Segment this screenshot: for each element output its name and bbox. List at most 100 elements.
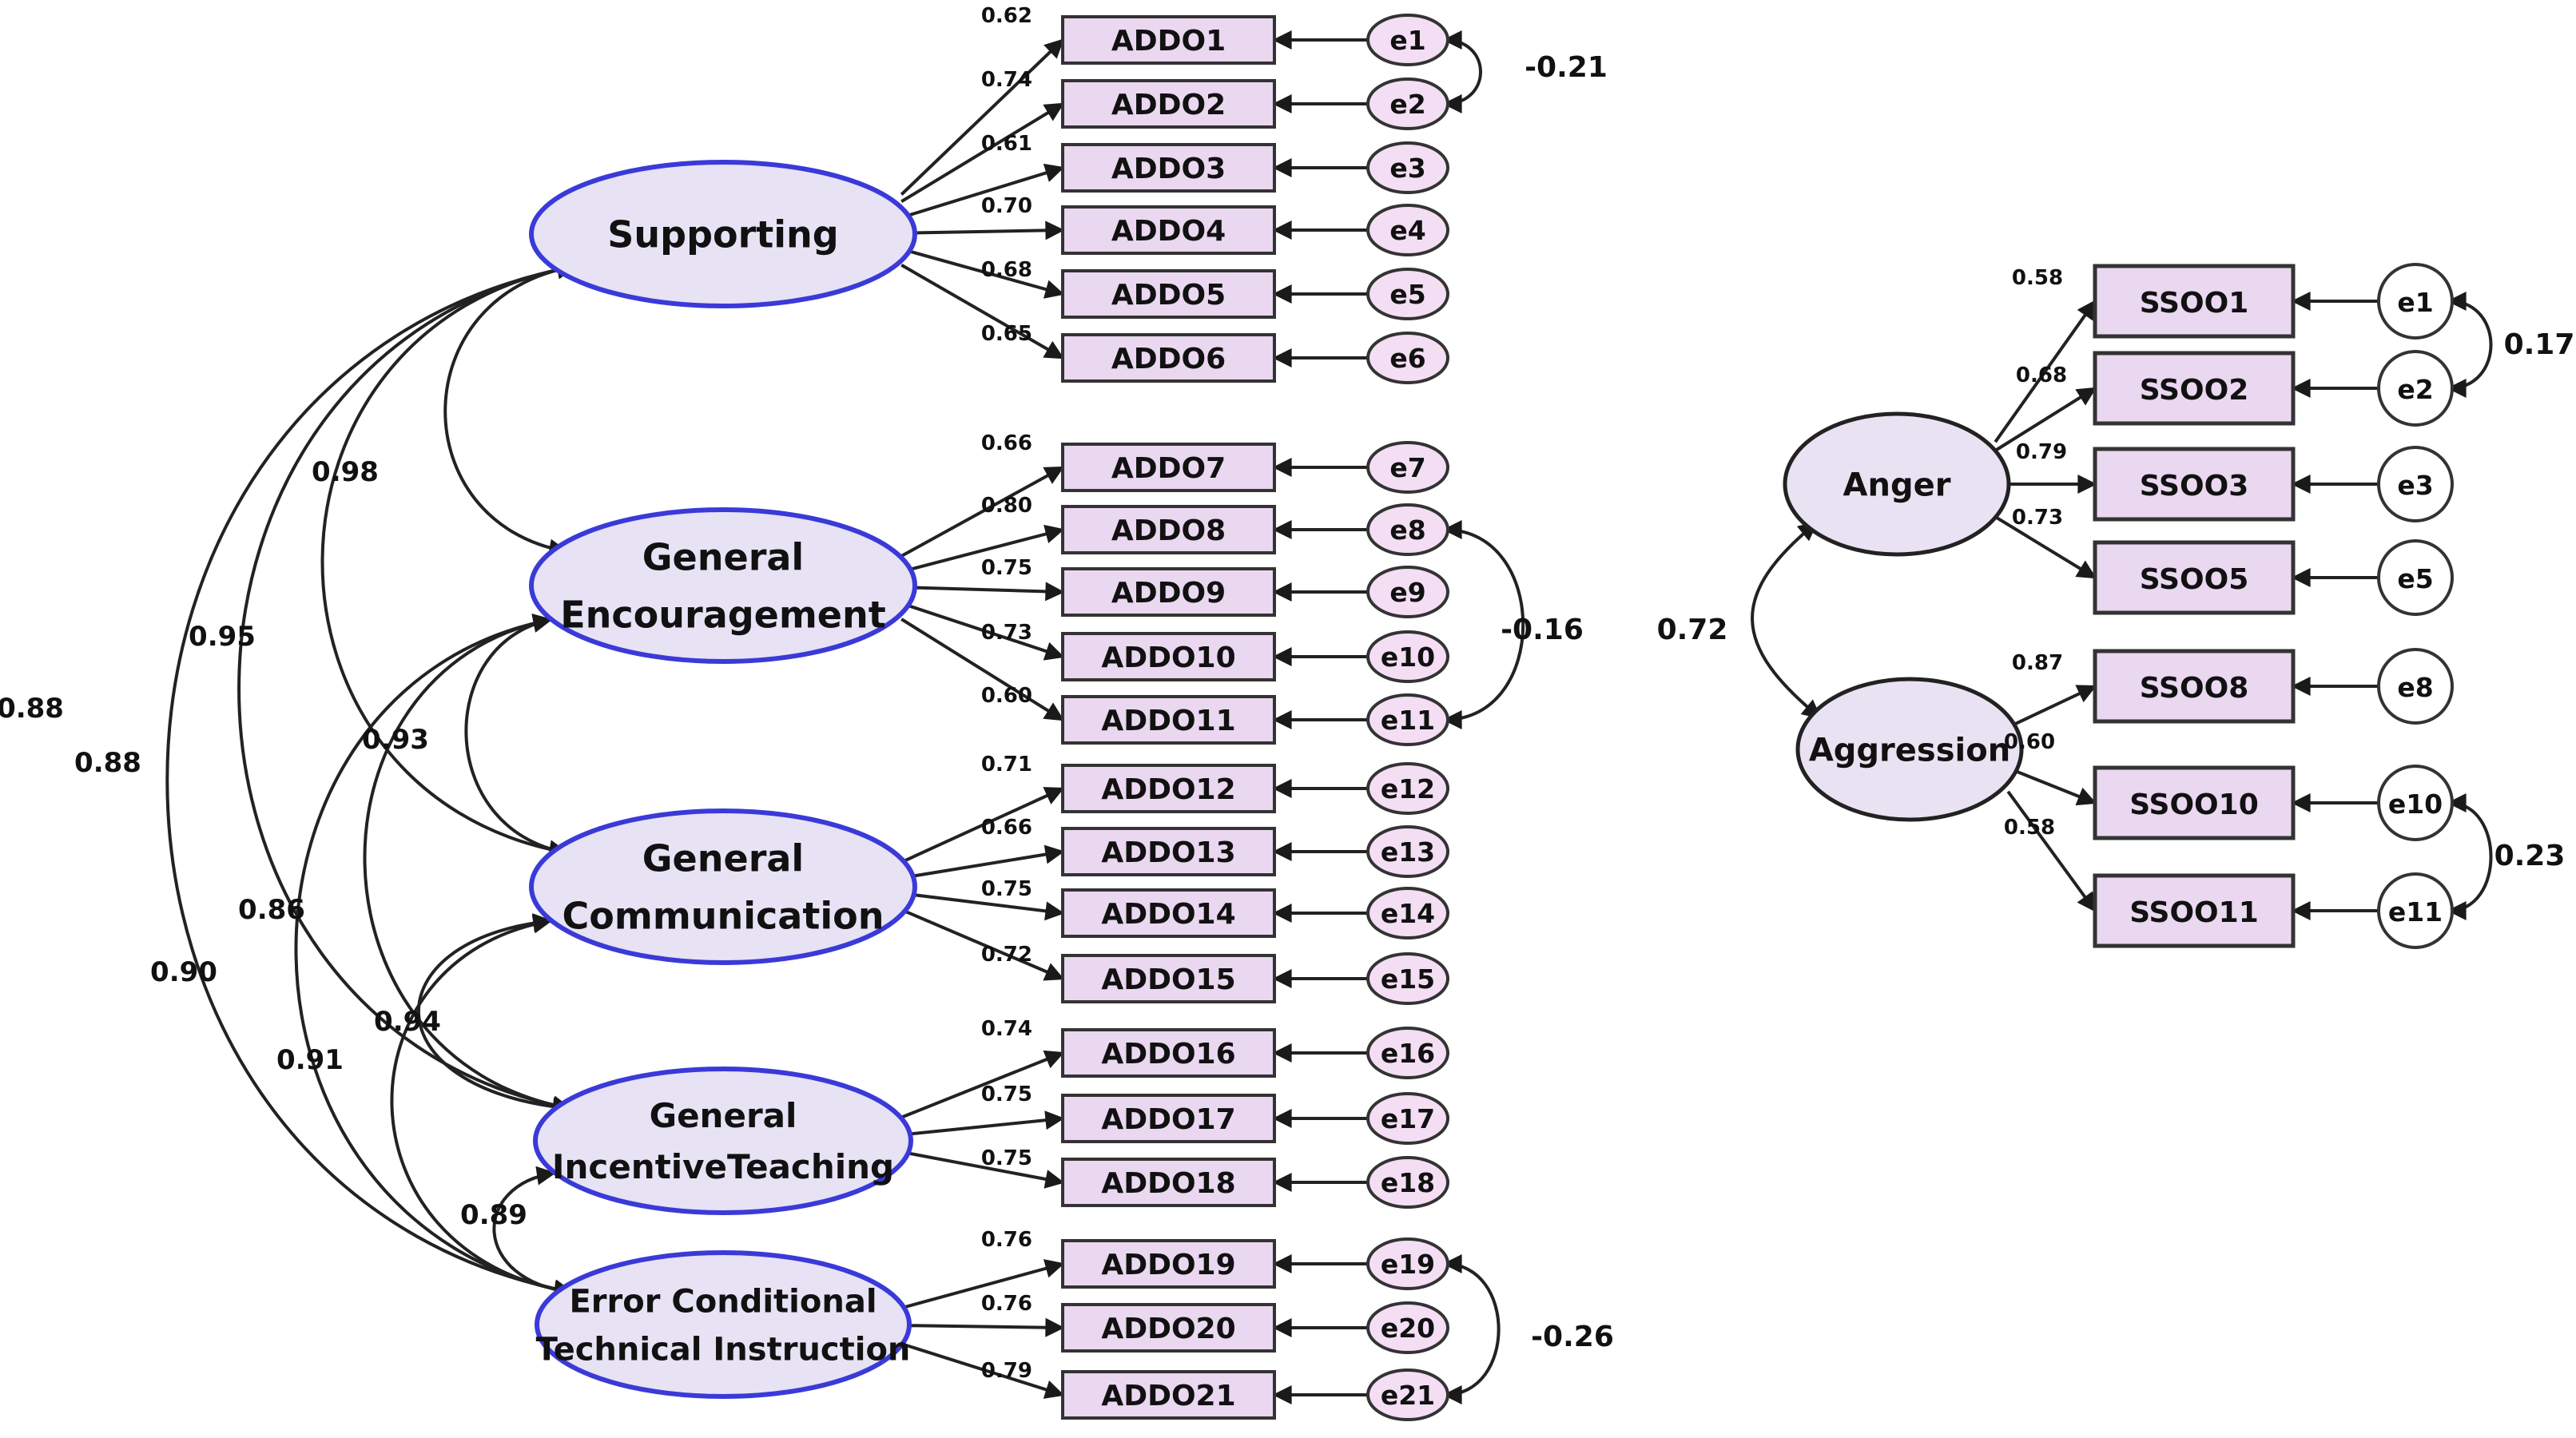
loading-value-label: 0.73 xyxy=(2012,506,2063,530)
observed-variable-label: ADDO12 xyxy=(1101,773,1235,806)
observed-variable-box xyxy=(2093,873,2296,948)
loading-value-label: 0.76 xyxy=(981,1292,1032,1316)
error-covariance-arc xyxy=(1442,520,1525,729)
error-term-label: e9 xyxy=(1389,577,1425,608)
loading-value-label: 0.74 xyxy=(981,68,1032,92)
error-term-label: e3 xyxy=(1389,153,1425,184)
error-term-circle xyxy=(1366,1368,1449,1421)
factor-correlation-label: 0.86 xyxy=(238,894,305,926)
error-term-label: e15 xyxy=(1381,963,1435,995)
loading-value-label: 0.70 xyxy=(981,194,1032,218)
error-term-label: e11 xyxy=(1381,705,1435,736)
error-term-circle xyxy=(2377,446,2454,522)
factor-correlation-arc xyxy=(1751,521,1822,719)
error-term-label: e16 xyxy=(1381,1038,1435,1069)
error-term-label: e17 xyxy=(1381,1103,1435,1134)
error-covariance-arc xyxy=(1442,1254,1501,1404)
loading-arrow xyxy=(900,247,1065,299)
error-term-label: e13 xyxy=(1381,836,1435,868)
error-term-label: e2 xyxy=(1389,89,1425,120)
loading-arrow xyxy=(900,264,1065,360)
error-term-label: e8 xyxy=(2397,672,2433,703)
loading-arrow xyxy=(1994,515,2097,579)
loading-arrow xyxy=(900,618,1065,721)
observed-variable-box xyxy=(2093,765,2296,840)
observed-variable-label: ADDO21 xyxy=(1101,1380,1235,1412)
factor-correlation-arc xyxy=(390,914,574,1299)
loading-arrow xyxy=(900,38,1064,196)
connector-layer xyxy=(165,30,2493,1404)
factor-correlation-arc xyxy=(464,614,569,860)
error-term-label: e4 xyxy=(1389,215,1425,246)
observed-variable-box xyxy=(1061,1028,1276,1078)
error-term-circle xyxy=(2377,263,2454,340)
observed-variable-label: ADDO10 xyxy=(1101,642,1235,674)
observed-variable-label: ADDO4 xyxy=(1111,215,1226,248)
observed-variable-label: SSOO3 xyxy=(2140,470,2249,503)
loading-value-label: 0.72 xyxy=(981,943,1032,967)
latent-factor-ellipse xyxy=(533,1067,913,1215)
loading-value-label: 0.79 xyxy=(981,1359,1032,1383)
loading-arrow xyxy=(900,787,1065,864)
factor-correlation-label: 0.90 xyxy=(150,956,217,988)
loading-value-label: 0.60 xyxy=(981,684,1032,708)
observed-variable-box xyxy=(1061,1303,1276,1353)
factor-correlation-arc xyxy=(320,260,577,860)
node-layer xyxy=(529,14,2454,1421)
loading-value-label: 0.75 xyxy=(981,1146,1032,1170)
observed-variable-box xyxy=(1061,1094,1276,1143)
observed-variable-box xyxy=(1061,695,1276,745)
factor-correlation-label: 0.98 xyxy=(312,456,379,488)
latent-factor-ellipse xyxy=(529,160,917,308)
latent-factor-label: General xyxy=(650,1096,797,1135)
loading-value-label: 0.68 xyxy=(2016,363,2067,387)
observed-variable-label: ADDO3 xyxy=(1111,153,1226,185)
factor-correlation-arc xyxy=(165,260,577,1299)
observed-variable-box xyxy=(1061,15,1276,65)
error-term-label: e3 xyxy=(2397,470,2433,501)
loading-arrow xyxy=(896,1317,1065,1337)
observed-variable-box xyxy=(1061,143,1276,193)
error-term-circle xyxy=(1366,762,1449,815)
loading-value-label: 0.61 xyxy=(981,132,1032,156)
error-term-label: e14 xyxy=(1381,898,1435,929)
observed-variable-box xyxy=(2093,540,2296,615)
loading-value-label: 0.75 xyxy=(981,556,1032,580)
factor-correlation-arc xyxy=(237,260,577,1115)
error-term-circle xyxy=(2377,872,2454,949)
error-covariance-label: -0.26 xyxy=(1531,1321,1614,1353)
observed-variable-label: ADDO9 xyxy=(1111,577,1226,610)
error-term-label: e19 xyxy=(1381,1249,1435,1280)
loading-arrow xyxy=(1994,387,2097,452)
latent-factor-ellipse xyxy=(529,507,917,664)
error-term-label: e10 xyxy=(2388,789,2443,820)
latent-factor-label: General xyxy=(642,536,804,579)
observed-variable-box xyxy=(2093,649,2296,724)
observed-variable-box xyxy=(1061,1158,1276,1207)
error-term-label: e1 xyxy=(1389,25,1425,56)
error-term-label: e10 xyxy=(1381,642,1435,673)
observed-variable-box xyxy=(1061,888,1276,938)
observed-variable-label: ADDO15 xyxy=(1101,963,1235,996)
observed-variable-box xyxy=(1061,79,1276,129)
factor-correlation-label: 0.93 xyxy=(362,724,429,756)
error-term-circle xyxy=(2377,539,2454,616)
error-term-circle xyxy=(1366,887,1449,939)
loading-value-label: 0.60 xyxy=(2004,730,2055,754)
loading-arrow xyxy=(2007,685,2097,729)
loading-value-label: 0.75 xyxy=(981,1082,1032,1106)
loading-value-label: 0.65 xyxy=(981,322,1032,346)
error-term-label: e12 xyxy=(1381,773,1435,804)
factor-correlation-label: 0.89 xyxy=(460,1199,527,1231)
loading-value-label: 0.58 xyxy=(2012,266,2063,290)
observed-variable-label: SSOO8 xyxy=(2140,672,2249,705)
latent-factor-label: IncentiveTeaching xyxy=(552,1147,894,1186)
loading-arrow xyxy=(900,844,1065,880)
observed-variable-label: ADDO20 xyxy=(1101,1313,1235,1345)
observed-variable-label: SSOO2 xyxy=(2140,374,2249,407)
loading-arrow xyxy=(901,220,1065,240)
observed-variable-box xyxy=(1061,443,1276,492)
latent-factor-label: Error Conditional xyxy=(569,1283,877,1320)
observed-variable-box xyxy=(1061,333,1276,383)
loading-value-label: 0.66 xyxy=(981,431,1032,455)
